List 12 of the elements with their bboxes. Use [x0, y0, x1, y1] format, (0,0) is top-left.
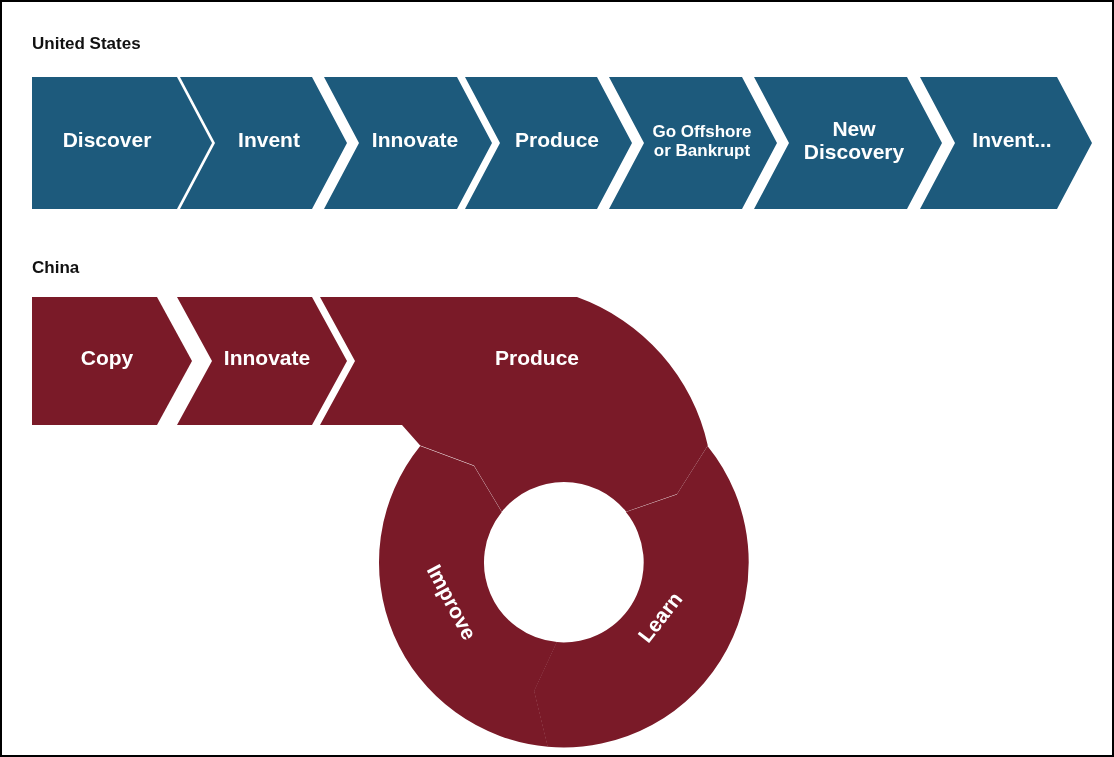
section-heading: China	[32, 258, 80, 278]
step-label: Innovate	[370, 128, 460, 152]
section-heading: United States	[32, 34, 141, 54]
step-label: Innovate	[222, 346, 312, 370]
step-label: Discover	[61, 128, 153, 152]
step-label: Produce	[494, 346, 580, 370]
step-label: Produce	[514, 128, 600, 152]
step-label: New Discovery	[802, 116, 906, 164]
step-label: Copy	[79, 346, 135, 370]
step-label: Invent	[237, 128, 301, 152]
step-label: Go Offshore or Bankrupt	[651, 123, 753, 161]
step-label: Invent...	[971, 128, 1053, 152]
